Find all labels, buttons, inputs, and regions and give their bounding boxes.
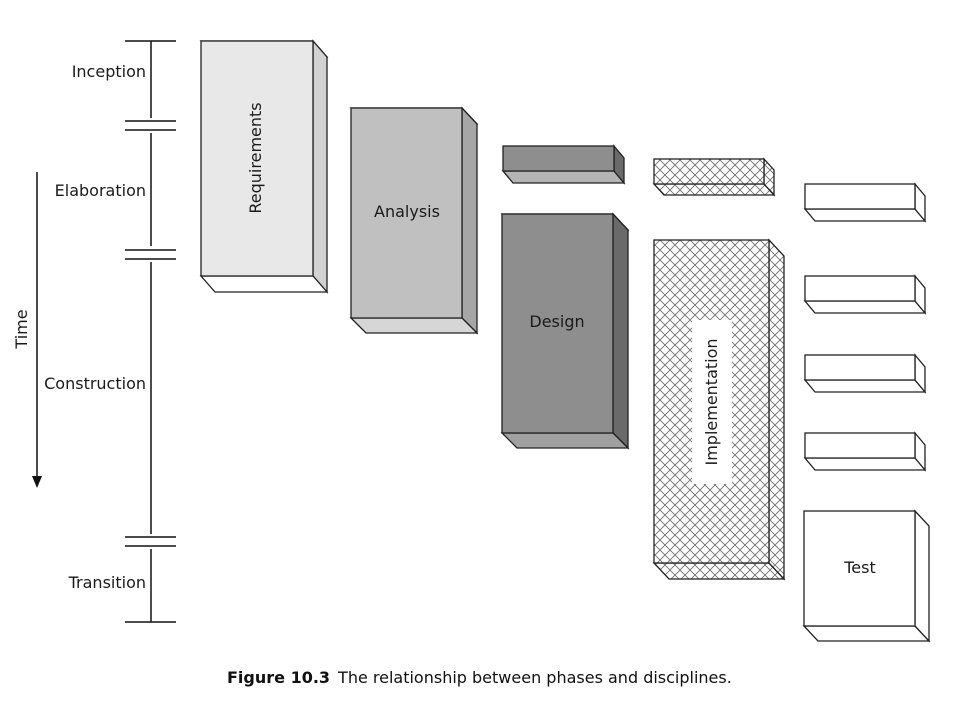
test-slab [803,353,927,394]
analysis-box [349,106,479,335]
figure-caption-text: The relationship between phases and disc… [338,668,732,687]
test-slab [803,431,927,472]
figure-number: Figure 10.3 [227,668,331,687]
phase-label-inception: Inception [72,62,146,81]
phase-label-transition: Transition [68,573,146,592]
implementation-label-backdrop [692,320,732,484]
design-box [500,212,630,450]
phase-timeline [125,40,176,623]
requirements-box [199,39,329,294]
implementation-label: Implementation [702,338,721,465]
requirements-label: Requirements [246,102,265,213]
test-slab [803,274,927,315]
design-label: Design [529,312,584,331]
phase-label-construction: Construction [44,374,146,393]
phase-label-elaboration: Elaboration [55,181,146,200]
implementation-small-slab [652,157,776,197]
time-label: Time [12,309,31,349]
test-box-face [803,510,916,627]
test-box [802,509,931,643]
design-box-face [501,213,614,434]
figure-caption: Figure 10.3 The relationship between phas… [227,668,732,687]
design-small-slab [501,144,626,185]
time-arrow [32,172,42,488]
arrow-down-icon [32,476,42,488]
test-slab [803,182,927,223]
test-label: Test [843,558,876,577]
analysis-label: Analysis [374,202,440,221]
requirements-box-face [200,40,314,277]
analysis-box-face [350,107,463,319]
